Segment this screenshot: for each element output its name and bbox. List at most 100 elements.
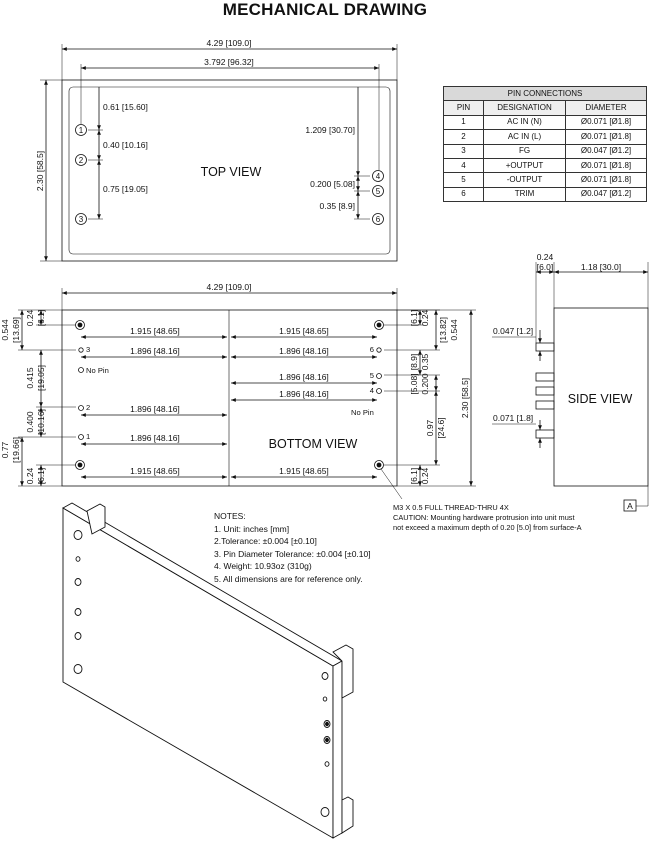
bottom-pin-3-label: 3 <box>86 345 90 354</box>
diameter-cell: Ø0.071 [Ø1.8] <box>565 157 647 174</box>
top-pin-4-marker <box>372 170 384 182</box>
mounting-note-line: M3 X 0.5 FULL THREAD-THRU 4X <box>393 503 509 512</box>
no-pin-left-label: No Pin <box>86 366 109 375</box>
bottom-dim-left-mid-a: 0.415 <box>25 367 35 389</box>
bottom-dim-left-top-b-mm: [13.69] <box>11 317 21 343</box>
iso-corner-block <box>341 796 354 834</box>
bottom-pin-6-label: 6 <box>370 345 374 354</box>
top-view-text: 4.29 [109.0] 3.792 [96.32] 2.30 [58.5] 0… <box>35 38 381 224</box>
note-item: 4. Weight: 10.93oz (310g) <box>214 561 312 571</box>
side-dim-pin-length-mm: [6.0] <box>537 262 554 272</box>
top-dim-overall-width: 4.29 [109.0] <box>207 38 252 48</box>
bottom-view-text: 4.29 [109.0] 1.915 [48.65] 1.915 [48.65]… <box>0 282 470 484</box>
iso-corner-block <box>332 644 354 699</box>
bottom-dim-1896-left-row1: 1.896 [48.16] <box>130 346 180 356</box>
pin-table-header: PIN <box>443 100 484 116</box>
bottom-dim-left-bot-b-mm: [6.1] <box>36 468 46 485</box>
designation-cell: TRIM <box>483 186 566 203</box>
bottom-dim-1896-right-row3: 1.896 [48.16] <box>279 389 329 399</box>
mounting-hole-leader <box>380 468 403 500</box>
note-item: 1. Unit: inches [mm] <box>214 523 290 534</box>
mounting-note-line: not exceed a maximum depth of 0.20 [5.0]… <box>393 523 582 532</box>
diameter-cell: Ø0.071 [Ø1.8] <box>565 129 647 145</box>
drawing-title: MECHANICAL DRAWING <box>222 0 428 19</box>
top-pin-5-marker <box>372 185 384 197</box>
top-view-inner-outline <box>68 86 391 255</box>
top-pin-5-label: 5 <box>376 187 381 196</box>
designation-cell: AC IN (N) <box>483 114 566 131</box>
side-view-text: 0.24 [6.0] 1.18 [30.0] 0.047 [1.2] 0.071… <box>493 252 633 511</box>
top-dim-pin-span: 3.792 [96.32] <box>204 57 254 67</box>
designation-cell: FG <box>483 143 566 159</box>
top-pin-2-label: 2 <box>79 156 84 165</box>
bottom-view <box>18 288 476 500</box>
side-dim-pin-length: 0.24 <box>537 252 554 262</box>
bottom-dim-left-bot-b: 0.24 <box>25 467 35 484</box>
diameter-cell: Ø0.071 [Ø1.8] <box>565 114 647 131</box>
top-dim-p5-p6: 0.35 [8.9] <box>320 201 355 211</box>
pin-table-caption: PIN CONNECTIONS <box>443 85 647 102</box>
bottom-dim-1896-left-row3: 1.896 [48.16] <box>130 433 180 443</box>
side-pin-stub <box>535 429 555 439</box>
side-view-body <box>553 307 649 487</box>
iso-corner-block <box>86 503 106 535</box>
top-view-label: TOP VIEW <box>201 165 262 179</box>
note-item: 3. Pin Diameter Tolerance: ±0.004 [±0.10… <box>214 548 371 559</box>
bottom-dim-right-low: 0.97 <box>425 419 435 436</box>
bottom-dim-1915-bottom-right: 1.915 [48.65] <box>279 466 329 476</box>
top-pin-2-marker <box>75 154 87 166</box>
diameter-cell: Ø0.071 [Ø1.8] <box>565 172 647 188</box>
datum-a-label: A <box>627 501 633 511</box>
pin-cell: 1 <box>443 114 484 131</box>
top-pin-6-marker <box>372 213 384 225</box>
top-view-outline <box>61 79 398 262</box>
pin-cell: 4 <box>443 157 484 174</box>
bottom-dim-left-mid-b: 0.400 <box>25 411 35 433</box>
mounting-holes <box>75 320 384 470</box>
pin-connections-table: PIN CONNECTIONS PIN DESIGNATION DIAMETER… <box>443 85 647 203</box>
bottom-dim-1896-right-row2: 1.896 [48.16] <box>279 372 329 382</box>
bottom-dim-right-bot: 0.24 <box>420 467 430 484</box>
bottom-pin-1-label: 1 <box>86 432 90 441</box>
bottom-dim-right-mid-b-mm: [5.08] <box>409 373 419 394</box>
bottom-pin-1-marker <box>78 434 84 440</box>
side-pin-stub <box>535 372 555 382</box>
bottom-view-outline <box>61 309 398 487</box>
bottom-dim-right-mid-b: 0.200 <box>420 373 430 395</box>
datum-a-box <box>623 499 637 512</box>
mounting-note-line: CAUTION: Mounting hardware protrusion in… <box>393 513 575 522</box>
notes-block: NOTES: 1. Unit: inches [mm] 2.Tolerance:… <box>214 510 371 585</box>
diameter-cell: Ø0.047 [Ø1.2] <box>565 143 647 159</box>
bottom-dim-left-top-a-mm: [6.1] <box>36 310 46 327</box>
bottom-dim-right-top-b: 0.544 <box>449 319 459 341</box>
top-dim-p4-offset: 1.209 [30.70] <box>305 125 355 135</box>
pin-cell: 5 <box>443 172 484 188</box>
side-pin-stub <box>535 400 555 410</box>
side-dim-pin-dia-a: 0.047 [1.2] <box>493 326 533 336</box>
bottom-pin-5-marker <box>376 373 382 379</box>
bottom-dim-left-bot-a: 0.77 <box>0 441 10 458</box>
note-item: 2.Tolerance: ±0.004 [±0.10] <box>214 536 317 546</box>
mounting-note: M3 X 0.5 FULL THREAD-THRU 4X CAUTION: Mo… <box>393 503 582 533</box>
bottom-pin-2-label: 2 <box>86 403 90 412</box>
top-pin-6-label: 6 <box>376 215 381 224</box>
side-dim-body-depth: 1.18 [30.0] <box>581 262 621 272</box>
bottom-dim-left-top-a: 0.24 <box>25 309 35 326</box>
top-pin-3-label: 3 <box>79 215 84 224</box>
side-pin-stub <box>535 342 555 352</box>
bottom-dim-right-low-mm: [24.6] <box>436 417 446 438</box>
bottom-dim-right-top-a: 0.24 <box>420 309 430 326</box>
top-dim-p1-offset: 0.61 [15.60] <box>103 102 148 112</box>
note-item: 5. All dimensions are for reference only… <box>214 573 363 584</box>
designation-cell: AC IN (L) <box>483 129 566 145</box>
top-dim-p4-p5: 0.200 [5.08] <box>310 179 355 189</box>
bottom-pin-6-marker <box>376 347 382 353</box>
side-view-label: SIDE VIEW <box>568 392 633 406</box>
bottom-dim-left-top-b: 0.544 <box>0 319 10 341</box>
top-view <box>40 44 398 262</box>
